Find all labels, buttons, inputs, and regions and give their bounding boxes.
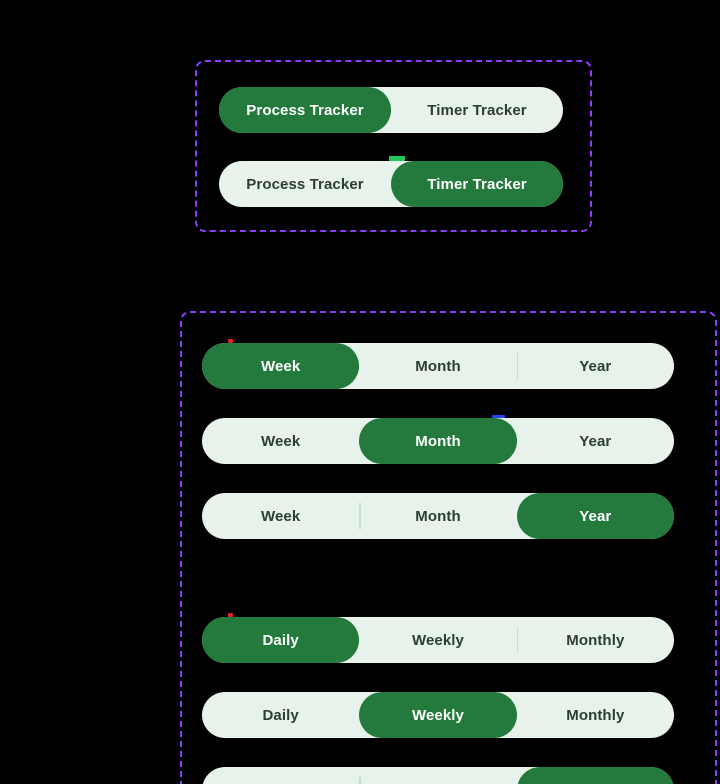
segment-process-tracker[interactable]: Process Tracker <box>219 87 391 133</box>
frequency-toggle-daily-selected[interactable]: Daily Weekly Monthly <box>202 613 674 663</box>
segment-daily[interactable]: Daily <box>262 706 299 724</box>
segment-timer-tracker[interactable]: Timer Tracker <box>391 161 563 207</box>
segment-week[interactable]: Week <box>202 343 360 389</box>
segment-year[interactable]: Year <box>579 432 612 450</box>
segment-weekly[interactable]: Weekly <box>359 767 516 784</box>
annotation-box-period-group <box>180 311 717 784</box>
segment-monthly[interactable]: Monthly <box>516 767 674 784</box>
period-toggle-month-selected[interactable]: Week Month Year <box>202 415 674 464</box>
segment-month[interactable]: Month <box>415 357 461 375</box>
segment-timer-tracker[interactable]: Timer Tracker <box>427 101 527 119</box>
annotation-box-tracker-group <box>195 60 592 232</box>
segment-week[interactable]: Week <box>261 432 301 450</box>
segment-month[interactable]: Month <box>359 418 517 464</box>
marker-green-blip <box>389 156 405 161</box>
segment-weekly[interactable]: Weekly <box>359 692 517 738</box>
period-toggle-week-selected[interactable]: Week Month Year <box>202 339 674 389</box>
tracker-toggle-process-selected[interactable]: Process Tracker Timer Tracker <box>219 87 563 133</box>
segment-year[interactable]: Year <box>516 493 674 539</box>
segment-week[interactable]: Week <box>261 507 301 525</box>
segment-daily[interactable]: Daily <box>202 767 359 784</box>
segment-year[interactable]: Year <box>516 343 674 389</box>
period-toggle-year-selected[interactable]: Week Month Year <box>202 493 674 539</box>
frequency-toggle-weekly-selected[interactable]: Daily Weekly Monthly <box>202 692 674 738</box>
segment-month[interactable]: Month <box>359 493 516 539</box>
frequency-toggle-monthly-selected[interactable]: Daily Weekly Monthly <box>202 767 674 784</box>
segment-daily[interactable]: Daily <box>202 617 360 663</box>
tracker-toggle-timer-selected[interactable]: Process Tracker Timer Tracker <box>219 156 563 207</box>
segment-weekly[interactable]: Weekly <box>411 631 464 649</box>
segment-monthly[interactable]: Monthly <box>566 706 625 724</box>
marker-blue-blip <box>492 415 505 418</box>
segment-monthly[interactable]: Monthly <box>516 617 674 663</box>
segment-process-tracker[interactable]: Process Tracker <box>246 175 364 193</box>
marker-red-blip <box>228 613 233 617</box>
marker-red-blip <box>228 339 233 343</box>
